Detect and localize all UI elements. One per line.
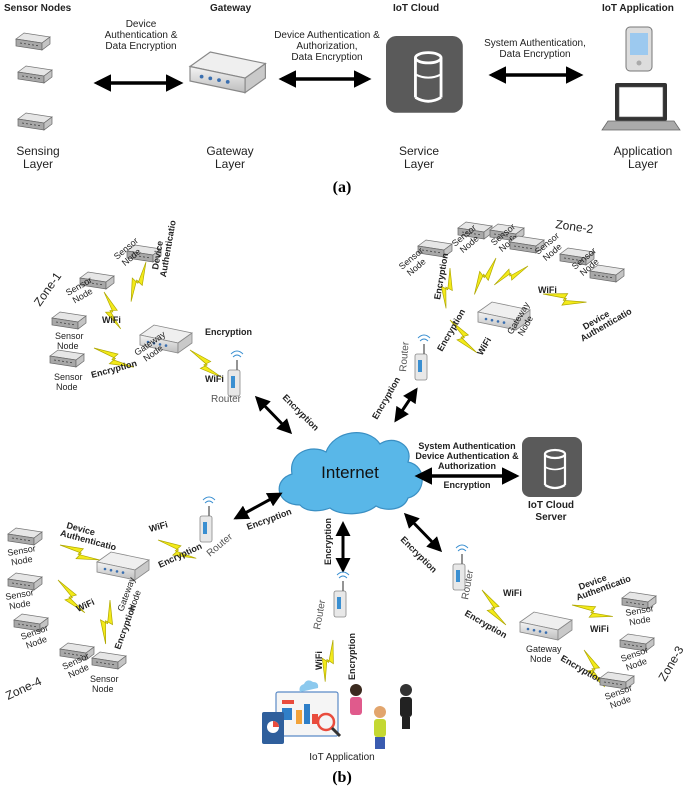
zone-label: Zone-4 [3, 674, 44, 703]
sensor-node-icon [17, 65, 53, 84]
svg-text:System Authentication,: System Authentication, [484, 38, 586, 49]
svg-text:Node: Node [92, 684, 114, 694]
iot-application-branch: Encryption Router WiFi Encryption [262, 518, 412, 763]
link-label-sensing-gateway: Device Authentication & Data Encryption [105, 19, 178, 52]
iot-cloud-server-icon [520, 435, 584, 499]
internet-label: Internet [321, 463, 379, 482]
svg-text:Data Encryption: Data Encryption [105, 41, 176, 52]
svg-text:Router: Router [211, 394, 242, 405]
part-a: Sensor Nodes Gateway IoT Cloud IoT Appli… [4, 3, 681, 196]
svg-text:Gateway: Gateway [206, 144, 253, 158]
internet-cloud: Internet [278, 432, 423, 515]
svg-text:WiFi: WiFi [75, 597, 96, 614]
svg-text:Encryption: Encryption [559, 653, 605, 685]
svg-text:Sensor: Sensor [5, 587, 35, 602]
iot-cloud-server-label: IoT Cloud Server [528, 500, 574, 523]
svg-text:Encryption: Encryption [443, 480, 490, 490]
laptop-icon [601, 83, 681, 131]
svg-text:Encryption: Encryption [347, 633, 357, 680]
svg-text:Node: Node [8, 598, 31, 612]
sensor-node-icon [15, 32, 51, 51]
smartphone-icon [625, 26, 653, 72]
svg-text:Authorization,: Authorization, [296, 41, 357, 52]
svg-text:Layer: Layer [23, 157, 53, 171]
caption-a: (a) [333, 179, 352, 196]
svg-text:Node: Node [530, 654, 552, 664]
svg-text:Device Authentication &: Device Authentication & [415, 451, 519, 461]
layer-application: Application Layer [614, 144, 673, 171]
svg-text:Node: Node [10, 554, 33, 568]
svg-text:WiFi: WiFi [102, 315, 121, 325]
svg-text:System Authentication: System Authentication [418, 441, 515, 451]
svg-text:Router: Router [460, 568, 476, 600]
svg-text:Server: Server [535, 512, 566, 523]
svg-text:Layer: Layer [215, 157, 245, 171]
svg-text:WiFi: WiFi [503, 588, 522, 598]
zone-3: Zone-3 Router Encryption WiFi Encryption… [399, 512, 685, 711]
svg-text:Node: Node [57, 341, 79, 351]
svg-text:Authentication &: Authentication & [105, 30, 178, 41]
header-sensor-nodes: Sensor Nodes [4, 3, 72, 14]
svg-text:Gateway: Gateway [526, 644, 562, 654]
svg-text:Sensing: Sensing [16, 144, 59, 158]
svg-text:Encryption: Encryption [370, 375, 402, 421]
layer-sensing: Sensing Layer [16, 144, 59, 171]
svg-text:Encryption: Encryption [399, 534, 439, 574]
svg-text:Router: Router [398, 341, 412, 373]
svg-text:WiFi: WiFi [148, 519, 169, 534]
zone-label: Zone-1 [31, 269, 64, 308]
svg-text:Sensor: Sensor [55, 331, 84, 341]
svg-text:WiFi: WiFi [590, 624, 609, 634]
caption-b: (b) [332, 769, 352, 786]
svg-text:Sensor: Sensor [90, 674, 119, 684]
svg-text:Encryption: Encryption [323, 518, 333, 565]
svg-text:WiFi: WiFi [538, 285, 557, 295]
svg-text:Data Encryption: Data Encryption [499, 49, 570, 60]
iot-application-label: IoT Application [309, 752, 374, 763]
cloud-server-icon [384, 34, 465, 115]
svg-text:WiFi: WiFi [475, 336, 493, 357]
svg-text:WiFi: WiFi [205, 374, 224, 384]
header-iot-application: IoT Application [602, 3, 674, 14]
svg-text:Authorization: Authorization [438, 461, 496, 471]
gateway-icon [189, 51, 267, 94]
svg-text:IoT Cloud: IoT Cloud [528, 500, 574, 511]
svg-text:Node: Node [628, 614, 651, 628]
svg-text:Device Authentication &: Device Authentication & [274, 30, 380, 41]
sensor-node-icon [17, 112, 53, 131]
svg-text:Device: Device [150, 240, 165, 270]
svg-text:WiFi: WiFi [314, 651, 324, 670]
layer-gateway: Gateway Layer [206, 144, 253, 171]
svg-text:Encryption: Encryption [205, 327, 252, 337]
svg-text:Sensor: Sensor [54, 372, 83, 382]
zone-4: Zone-4 Router Encryption WiFi Encryption… [3, 492, 293, 703]
svg-text:Router: Router [312, 598, 328, 630]
link-label-gateway-cloud: Device Authentication & Authorization, D… [274, 30, 380, 63]
svg-text:Layer: Layer [404, 157, 434, 171]
svg-text:Encryption: Encryption [463, 608, 509, 640]
header-iot-cloud: IoT Cloud [393, 3, 439, 14]
svg-text:Encryption: Encryption [432, 252, 450, 300]
header-gateway: Gateway [210, 3, 252, 14]
cloud-link-label: System Authentication Device Authenticat… [415, 441, 519, 490]
part-b: Internet IoT Cloud Server System Authent… [3, 217, 685, 786]
svg-text:Device: Device [126, 19, 157, 30]
link-label-cloud-app: System Authentication, Data Encryption [484, 38, 586, 60]
svg-text:Application: Application [614, 144, 673, 158]
zone-label: Zone-2 [555, 217, 595, 236]
zone-label: Zone-3 [655, 643, 685, 683]
svg-text:Sensor: Sensor [625, 603, 655, 618]
svg-text:Data Encryption: Data Encryption [291, 52, 362, 63]
layer-service: Service Layer [399, 144, 439, 171]
iot-application-icon [262, 680, 412, 749]
svg-text:Service: Service [399, 144, 439, 158]
svg-text:Node: Node [56, 382, 78, 392]
svg-text:Sensor: Sensor [7, 543, 37, 558]
svg-text:Layer: Layer [628, 157, 658, 171]
